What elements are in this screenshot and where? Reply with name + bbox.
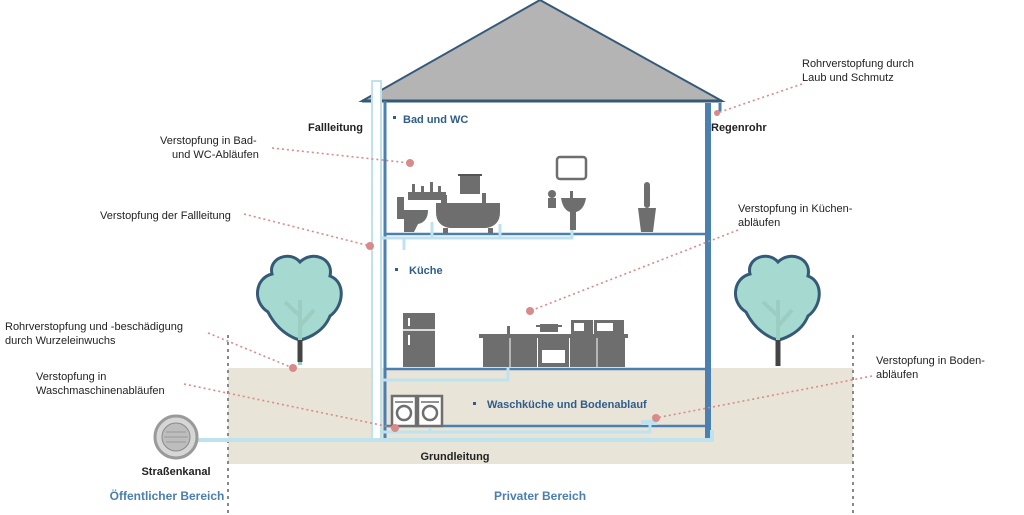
dryer-icon [416, 394, 444, 428]
plant-icon [638, 182, 656, 232]
callout-bad: Verstopfung in Bad- und WC-Abläufen [160, 135, 260, 161]
callout-fallleitung: Verstopfung der Fallleitung [100, 210, 231, 222]
towel-rack-icon [458, 174, 482, 194]
stove-icon [536, 324, 569, 367]
sink-icon [548, 190, 586, 230]
mirror-icon [555, 155, 588, 181]
fridge-icon [403, 313, 435, 367]
bathroom-furniture [397, 155, 656, 233]
label-strassenkanal: Straßenkanal [141, 466, 210, 478]
callout-kueche: Verstopfung in Küchen- abläufen [738, 203, 855, 229]
callout-boden: Verstopfung in Boden- abläufen [876, 355, 988, 381]
fallleitung-pipe [371, 80, 382, 442]
toilet-icon [397, 197, 428, 232]
room-label-bad: Bad und WC [403, 114, 468, 126]
callout-wurzel: Rohrverstopfung und -beschädigung durch … [5, 321, 186, 347]
callout-connectors [183, 83, 873, 432]
label-fallleitung: Fallleitung [308, 122, 363, 134]
ground-area [228, 368, 853, 464]
bathtub-icon [436, 193, 500, 233]
kitchen-furniture [403, 313, 628, 367]
kitchen-counter-icon [479, 326, 628, 367]
callout-wasch: Verstopfung in Waschmaschinenabläufen [36, 371, 165, 397]
label-public-area: Öffentlicher Bereich [110, 488, 225, 503]
plant-icon [408, 182, 446, 200]
label-regenrohr: Regenrohr [711, 122, 767, 134]
label-grundleitung: Grundleitung [420, 451, 489, 463]
tree-icon [734, 254, 821, 366]
grundleitung-pipe [198, 430, 714, 442]
room-label-kueche: Küche [409, 265, 443, 277]
house-structure [383, 101, 722, 440]
laundry-appliances [390, 394, 444, 428]
tree-icon [256, 254, 343, 365]
callout-laub: Rohrverstopfung durch Laub und Schmutz [802, 58, 917, 84]
label-private-area: Privater Bereich [494, 489, 586, 503]
roof-icon [358, 0, 726, 103]
washing-machine-icon [390, 394, 418, 428]
microwave-icon [571, 320, 624, 334]
sewer-manhole-icon [153, 414, 199, 460]
room-label-waschkueche: Waschküche und Bodenablauf [487, 399, 647, 411]
